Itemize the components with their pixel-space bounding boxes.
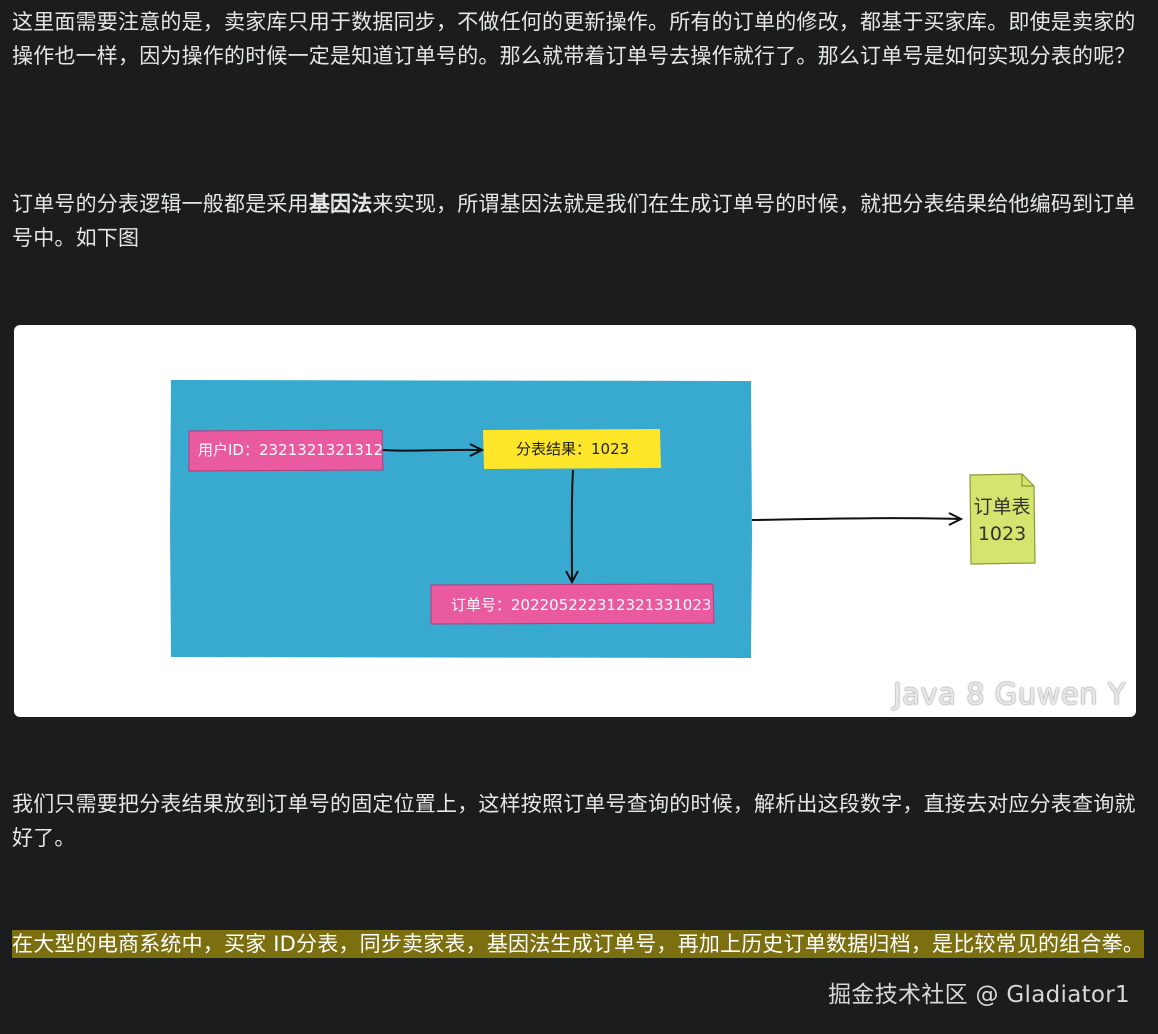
paragraph-gene-method: 订单号的分表逻辑一般都是采用基因法来实现，所谓基因法就是我们在生成订单号的时候，… bbox=[12, 187, 1146, 255]
order-no-main: 订单号：2022052223123213310 bbox=[451, 596, 692, 614]
gene-method-bold-term: 基因法 bbox=[308, 192, 373, 216]
shard-result-box bbox=[483, 429, 661, 469]
doc-fold bbox=[1021, 474, 1034, 487]
highlighted-text: 在大型的电商系统中，买家 ID分表，同步卖家表，基因法生成订单号，再加上历史订单… bbox=[12, 930, 1145, 958]
shard-result-label: 分表结果：1023 bbox=[516, 440, 629, 458]
gene-method-text-after: 来实现，所谓基因法就是我们在生成订单号的时候，就把分表结果给他编码到订单号中。如… bbox=[12, 192, 1136, 250]
order-no-label: 订单号：202205222312321331023 bbox=[451, 596, 711, 614]
gene-method-diagram: 用户ID：2321321321312 分表结果：1023 订单号：2022052… bbox=[14, 325, 1136, 717]
arrowhead-shard-to-order bbox=[565, 570, 579, 585]
site-watermark: 掘金技术社区 @ Gladiator1 bbox=[828, 982, 1130, 1008]
image-watermark: Java 8 Guwen Y bbox=[893, 677, 1126, 711]
order-table-label-line2: 1023 bbox=[978, 523, 1026, 545]
diagram-svg: 用户ID：2321321321312 分表结果：1023 订单号：2022052… bbox=[170, 380, 1036, 658]
user-id-label: 用户ID：2321321321312 bbox=[198, 441, 383, 459]
arrow-user-to-shard bbox=[382, 448, 481, 452]
order-table-doc-icon bbox=[969, 473, 1036, 565]
arrow-panel-to-table bbox=[751, 517, 960, 521]
gene-method-text-before: 订单号的分表逻辑一般都是采用 bbox=[12, 192, 309, 216]
paragraph-highlighted-summary: 在大型的电商系统中，买家 ID分表，同步卖家表，基因法生成订单号，再加上历史订单… bbox=[12, 927, 1146, 961]
paragraph-fixed-position: 我们只需要把分表结果放到订单号的固定位置上，这样按照订单号查询的时候，解析出这段… bbox=[12, 792, 1136, 850]
user-id-box bbox=[188, 429, 384, 472]
arrowhead-user-to-shard bbox=[469, 443, 485, 457]
order-no-box bbox=[430, 583, 715, 625]
arrowhead-panel-to-table bbox=[948, 512, 964, 526]
paragraph-seller-db-note: 这里面需要注意的是，卖家库只用于数据同步，不做任何的更新操作。所有的订单的修改，… bbox=[12, 10, 1136, 68]
order-table-label-line1: 订单表 bbox=[973, 496, 1030, 518]
arrow-shard-to-order bbox=[570, 469, 574, 581]
order-no-suffix: 23 bbox=[692, 596, 711, 614]
